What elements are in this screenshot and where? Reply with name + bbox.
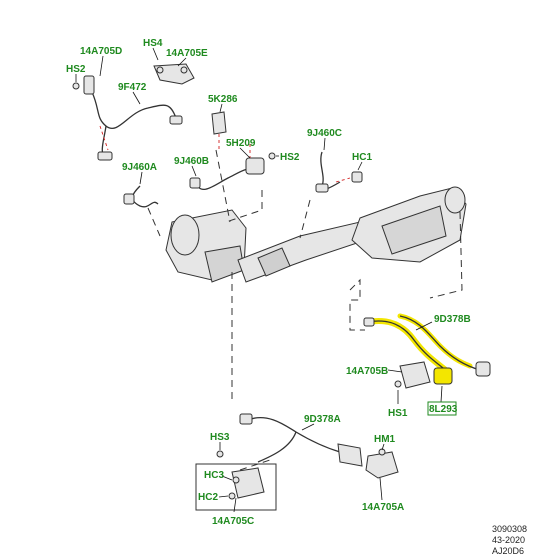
bracket-5k286 <box>211 111 227 152</box>
label-9f472: 9F472 <box>118 82 147 93</box>
label-hs1: HS1 <box>388 408 408 419</box>
catalyst-heat-shield <box>204 245 245 283</box>
clip-hc3 <box>232 476 240 484</box>
label-hc1: HC1 <box>352 152 372 163</box>
bracket-14a705a <box>365 448 399 479</box>
label-9j460b: 9J460B <box>174 156 209 167</box>
label-hs4: HS4 <box>143 38 163 49</box>
label-14a705c: 14A705C <box>212 516 254 527</box>
reference-line-1: 3090308 <box>492 524 527 534</box>
label-5h209: 5H209 <box>226 138 256 149</box>
label-hs3: HS3 <box>210 432 230 443</box>
screw-hs2-mid <box>268 152 276 160</box>
label-9d378a: 9D378A <box>304 414 341 425</box>
label-hc2: HC2 <box>198 492 218 503</box>
sensor-8l293-highlight <box>433 367 453 385</box>
harness-9j460a <box>123 185 159 208</box>
label-14a705d: 14A705D <box>80 46 122 57</box>
callout-labels: 14A705D HS4 14A705E HS2 9F472 5K286 5H20… <box>66 38 471 527</box>
leader-lines <box>75 47 443 513</box>
exhaust-assembly <box>165 186 467 283</box>
screw-hs1 <box>394 380 402 388</box>
reference-line-3: AJ20D6 <box>492 546 524 556</box>
clip-hc1 <box>351 171 363 183</box>
reference-block: 3090308 43-2020 AJ20D6 <box>492 524 527 556</box>
harness-9f472 <box>72 63 195 161</box>
bracket-14a705d <box>83 75 95 95</box>
screw-hs3 <box>216 450 224 458</box>
harness-9j460c <box>315 151 363 193</box>
label-14a705e: 14A705E <box>166 48 208 59</box>
reference-line-2: 43-2020 <box>492 535 525 545</box>
connector-9f472-a <box>97 151 113 161</box>
label-8l293: 8L293 <box>429 404 458 415</box>
label-hm1: HM1 <box>374 434 396 445</box>
label-hs2-mid: HS2 <box>280 152 300 163</box>
label-14a705a: 14A705A <box>362 502 404 513</box>
box-8l293 <box>427 401 457 416</box>
label-9j460a: 9J460A <box>122 162 157 173</box>
bracket-14a705b <box>399 361 431 389</box>
sensor-9d378a-module <box>337 443 363 467</box>
detail-box <box>195 463 277 511</box>
rear-filter-outlet <box>444 186 466 214</box>
harness-9d378a <box>239 413 363 467</box>
clip-hc2 <box>228 492 236 500</box>
exhaust-mid-pipe <box>237 221 373 283</box>
harness-9j460b <box>189 144 276 190</box>
harness-9f472-wire <box>91 91 177 129</box>
label-14a705b: 14A705B <box>346 366 388 377</box>
label-9j460c: 9J460C <box>307 128 342 139</box>
label-9d378b: 9D378B <box>434 314 471 325</box>
bracket-14a705c-group <box>195 450 277 511</box>
exhaust-bellows <box>257 247 291 277</box>
label-hc3: HC3 <box>204 470 224 481</box>
connector-9f472-b <box>169 115 183 125</box>
label-5k286: 5K286 <box>208 94 238 105</box>
catalyst-inlet-flange <box>170 214 200 256</box>
screw-hs2-top <box>72 82 80 90</box>
guide-lines <box>147 149 463 471</box>
filter-heat-shield <box>381 205 447 255</box>
harness-9d378b <box>363 313 491 389</box>
sensor-5h209 <box>245 157 265 175</box>
label-hs2-top: HS2 <box>66 64 86 75</box>
sensor-9d378b-tip <box>475 361 491 377</box>
